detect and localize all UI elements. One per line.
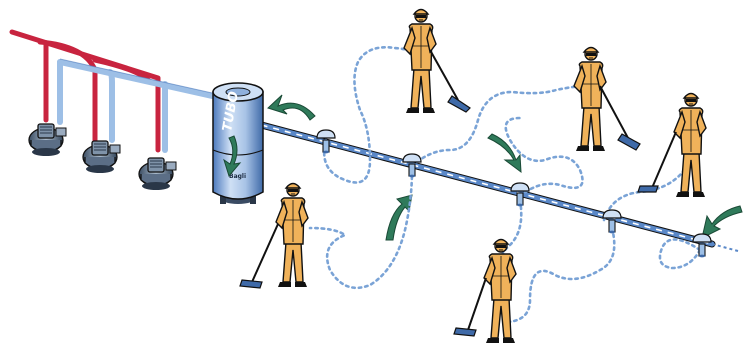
flow-arrow-3 bbox=[488, 134, 521, 172]
pump-unit-2 bbox=[83, 141, 120, 173]
collector-base-label: Bagli bbox=[229, 173, 246, 180]
worker-3 bbox=[638, 94, 706, 198]
worker-1 bbox=[404, 10, 470, 114]
separator-tank-icon: TUBO Bagli bbox=[213, 83, 263, 204]
flow-arrow-5 bbox=[702, 206, 742, 238]
worker-5 bbox=[454, 240, 516, 344]
flow-arrow-1 bbox=[268, 95, 315, 120]
pump-unit-3 bbox=[139, 158, 176, 190]
worker-2 bbox=[574, 48, 640, 152]
pump-unit-1 bbox=[29, 124, 66, 156]
